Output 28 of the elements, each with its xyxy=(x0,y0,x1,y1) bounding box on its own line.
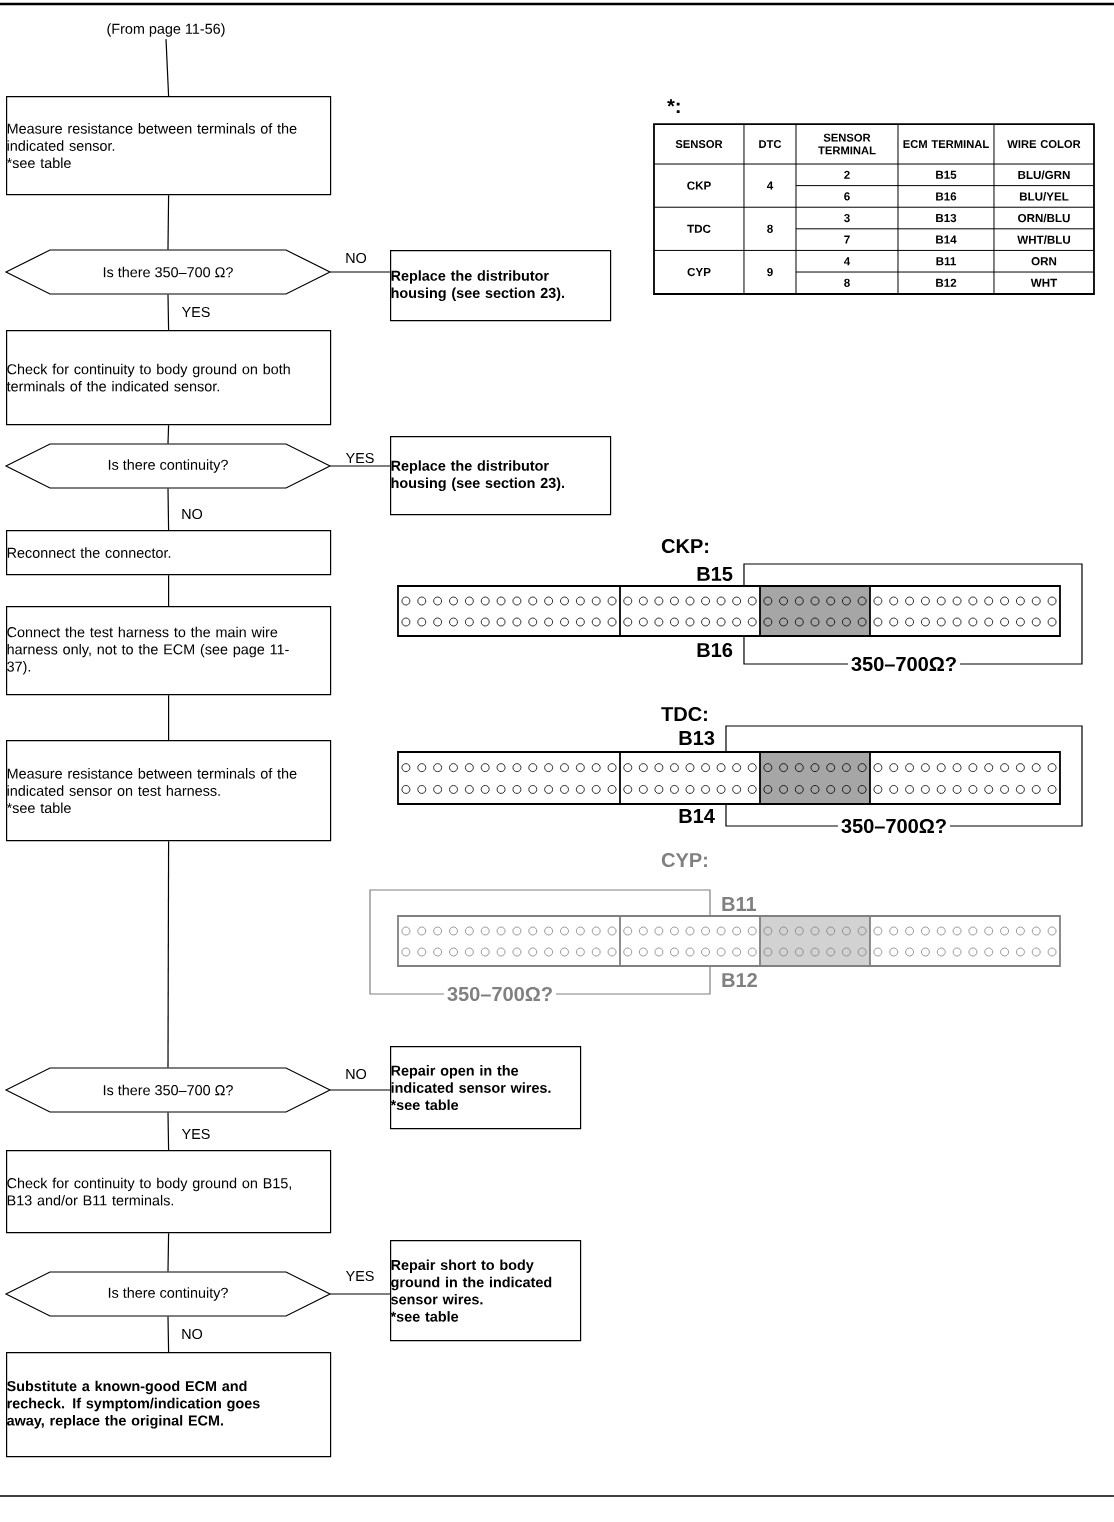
terminal-label: B12 xyxy=(722,973,757,987)
connector-line xyxy=(167,1315,170,1353)
dimension-label: 350–700Ω? xyxy=(847,653,961,675)
connector-line xyxy=(329,271,391,273)
connector-line xyxy=(165,38,170,97)
connector-line xyxy=(167,487,170,531)
connector-line xyxy=(167,1111,170,1151)
connector-title: CYP: xyxy=(661,852,707,868)
connector-line xyxy=(168,694,170,741)
connector-line xyxy=(168,574,170,607)
terminal-label: B11 xyxy=(722,897,757,911)
connector-line xyxy=(329,1293,391,1295)
terminal-label: B16 xyxy=(697,642,733,658)
terminal-label: B15 xyxy=(697,567,733,581)
footnote-mark: *: xyxy=(667,99,680,113)
connector-line xyxy=(167,293,170,331)
connector-title: CKP: xyxy=(661,538,708,554)
connector-line xyxy=(167,194,170,251)
connector-line xyxy=(167,1232,170,1273)
connector-line xyxy=(167,424,170,445)
terminal-label: B13 xyxy=(679,730,715,746)
connector-title: TDC: xyxy=(661,706,707,722)
connector-line xyxy=(329,465,391,467)
dimension-label: 350–700Ω? xyxy=(443,983,557,1005)
connector-line xyxy=(167,840,170,1069)
connector-line xyxy=(329,1089,391,1091)
terminal-label: B14 xyxy=(679,809,715,823)
dimension-label: 350–700Ω? xyxy=(837,815,951,837)
